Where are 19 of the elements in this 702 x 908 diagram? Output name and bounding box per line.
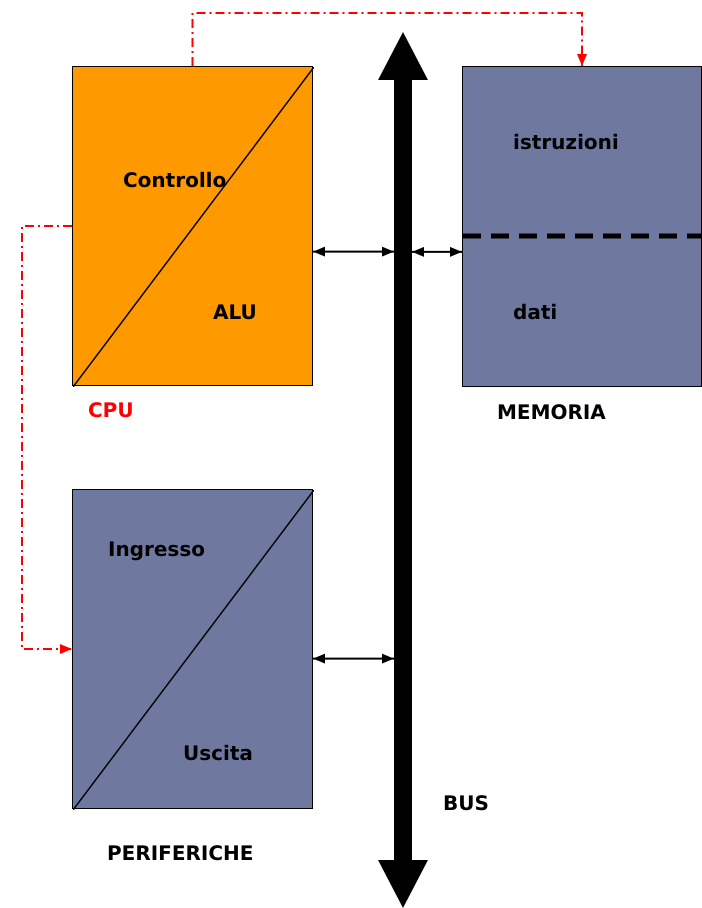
caption-label: PERIFERICHE [107, 841, 254, 865]
alu-label: ALU [213, 300, 257, 324]
caption-label: MEMORIA [497, 400, 606, 424]
caption-label: CPU [88, 398, 134, 422]
output-label: Uscita [183, 741, 253, 765]
memory-box [462, 66, 702, 387]
double-arrow [313, 246, 394, 257]
caption-label: BUS [443, 791, 489, 815]
instructions-label: istruzioni [513, 130, 619, 154]
control-label: Controllo [123, 168, 226, 192]
peripherals-box [72, 489, 313, 809]
double-arrow [313, 654, 394, 664]
dash-dot-arrow [192, 12, 587, 66]
double-arrow [412, 246, 462, 257]
dash-dot-arrow [21, 225, 72, 654]
input-label: Ingresso [108, 537, 205, 561]
data-label: dati [513, 300, 558, 324]
bus-bar [378, 32, 428, 908]
cpu-box [72, 66, 313, 386]
